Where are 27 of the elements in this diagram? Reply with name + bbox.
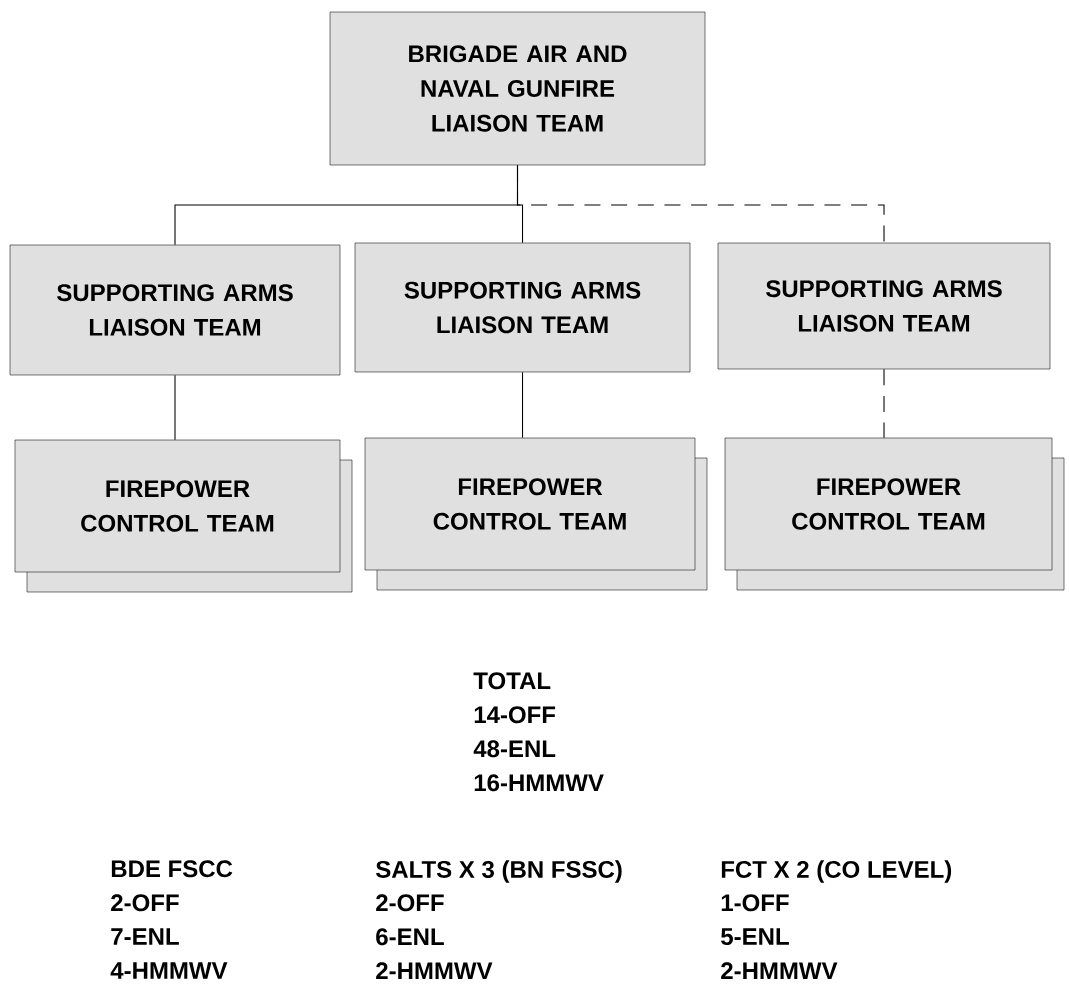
count-label: 2-OFF	[111, 894, 179, 912]
count-label: 6-ENL	[376, 928, 444, 946]
stacked-team-box: FIREPOWER CONTROL TEAM	[724, 437, 1065, 591]
connector-line	[883, 368, 885, 439]
count-label: 1-OFF	[721, 894, 789, 912]
connector-line	[522, 371, 524, 439]
team-box: BRIGADE AIR AND NAVAL GUNFIRE LIAISON TEAM	[329, 11, 706, 166]
count-label: SALTS X 3 (BN FSSC)	[375, 860, 622, 883]
count-label: 48-ENL	[473, 740, 556, 758]
count-label: 2-HMMWV	[721, 962, 838, 980]
count-label: 14-OFF	[474, 706, 556, 724]
count-label: 2-OFF	[376, 894, 444, 912]
team-box: SUPPORTING ARMS LIAISON TEAM	[354, 242, 691, 373]
connector-line	[174, 374, 176, 441]
count-label: TOTAL	[473, 672, 551, 690]
stacked-team-box: FIREPOWER CONTROL TEAM	[364, 437, 708, 591]
count-label: 7-ENL	[111, 928, 179, 945]
count-label: 4-HMMWV	[110, 962, 228, 979]
stacked-team-box: FIREPOWER CONTROL TEAM	[14, 439, 353, 593]
count-label: 2-HMMWV	[376, 962, 493, 980]
team-box: SUPPORTING ARMS LIAISON TEAM	[9, 244, 341, 376]
connector-line	[516, 164, 885, 244]
count-label: 16-HMMWV	[474, 774, 604, 792]
count-label: 5-ENL	[721, 928, 789, 945]
team-box: SUPPORTING ARMS LIAISON TEAM	[717, 242, 1051, 370]
count-label: BDE FSCC	[111, 860, 233, 878]
count-label: FCT X 2 (CO LEVEL)	[721, 860, 952, 883]
